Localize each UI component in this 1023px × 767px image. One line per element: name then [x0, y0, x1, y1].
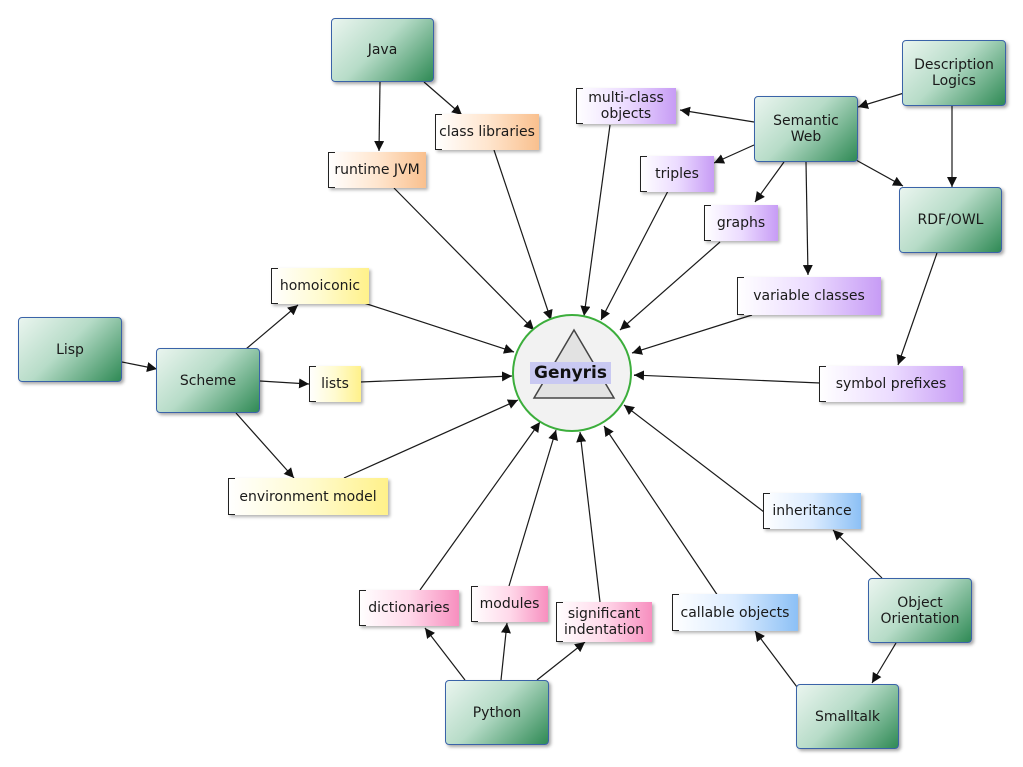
class-libraries-label: class libraries — [439, 124, 535, 140]
description-logics-node[interactable]: Description Logics — [902, 40, 1006, 106]
variable-classes-node[interactable]: variable classes — [737, 277, 881, 315]
graphs-node[interactable]: graphs — [704, 205, 778, 241]
rdf-owl-node[interactable]: RDF/OWL — [899, 187, 1002, 253]
python-node[interactable]: Python — [445, 680, 549, 745]
python-label: Python — [472, 704, 522, 721]
rdf-owl-label: RDF/OWL — [917, 212, 984, 228]
dictionaries-node[interactable]: dictionaries — [359, 590, 459, 626]
smalltalk-node[interactable]: Smalltalk — [796, 684, 899, 749]
scheme-node[interactable]: Scheme — [156, 348, 260, 413]
runtime-jvm-label: runtime JVM — [334, 162, 420, 178]
object-orientation-node[interactable]: Object Orientation — [868, 578, 972, 643]
variable-classes-label: variable classes — [753, 288, 865, 304]
lists-label: lists — [321, 376, 349, 392]
symbol-prefixes-node[interactable]: symbol prefixes — [819, 366, 963, 402]
java-label: Java — [367, 42, 398, 58]
homoiconic-node[interactable]: homoiconic — [271, 268, 369, 304]
scheme-label: Scheme — [179, 372, 237, 389]
class-libraries-node[interactable]: class libraries — [435, 114, 539, 150]
modules-label: modules — [479, 596, 540, 612]
object-orientation-label: Object Orientation — [880, 594, 960, 627]
callable-objects-node[interactable]: callable objects — [672, 594, 798, 631]
callable-objects-label: callable objects — [680, 604, 790, 621]
triples-label: triples — [655, 166, 699, 182]
semantic-web-label: Semantic Web — [773, 113, 839, 145]
graphs-label: graphs — [716, 215, 766, 231]
environment-model-node[interactable]: environment model — [228, 478, 388, 515]
multi-class-objects-node[interactable]: multi-class objects — [576, 88, 676, 124]
symbol-prefixes-label: symbol prefixes — [835, 376, 947, 392]
smalltalk-label: Smalltalk — [815, 708, 880, 725]
lists-node[interactable]: lists — [309, 366, 361, 402]
genyris-label: Genyris — [530, 362, 611, 384]
multi-class-objects-label: multi-class objects — [588, 90, 664, 122]
dictionaries-label: dictionaries — [368, 600, 450, 616]
lisp-node[interactable]: Lisp — [18, 317, 122, 382]
genyris-hub[interactable]: Genyris — [512, 314, 632, 432]
environment-model-label: environment model — [239, 488, 377, 505]
homoiconic-label: homoiconic — [279, 278, 361, 294]
significant-indentation-node[interactable]: significant indentation — [556, 602, 652, 642]
description-logics-label: Description Logics — [914, 57, 994, 89]
modules-node[interactable]: modules — [471, 586, 548, 622]
triples-node[interactable]: triples — [640, 156, 714, 192]
java-node[interactable]: Java — [331, 18, 434, 82]
semantic-web-node[interactable]: Semantic Web — [754, 96, 858, 162]
inheritance-label: inheritance — [772, 503, 852, 519]
runtime-jvm-node[interactable]: runtime JVM — [328, 152, 426, 188]
lisp-label: Lisp — [56, 341, 84, 358]
significant-indentation-label: significant indentation — [563, 606, 645, 638]
inheritance-node[interactable]: inheritance — [763, 493, 861, 529]
